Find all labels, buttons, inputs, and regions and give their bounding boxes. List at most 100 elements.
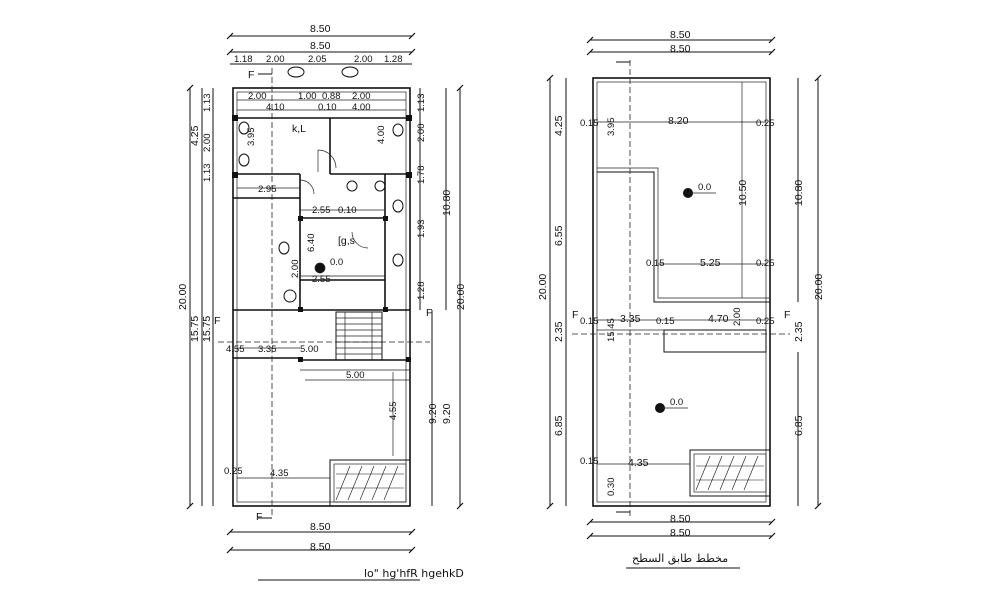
level-mark-1: 0.0: [698, 182, 711, 193]
idim-12: 0.10: [338, 205, 357, 216]
left-staircase: [335, 311, 383, 361]
dim-bottom-2: 8.50: [310, 541, 331, 553]
rdim-113: 1.13: [416, 94, 427, 113]
ldim-1575b: 15.75: [201, 316, 213, 342]
right-plan-right-dimensions: 20.00 10.80 2.35 6.85: [793, 74, 825, 510]
section-mark-6: F: [784, 309, 790, 321]
left-plan-title: lo" hg'hfR hgehkD: [364, 567, 464, 580]
left-door-swings: [299, 149, 369, 249]
rl-dim-425: 4.25: [553, 115, 565, 136]
room-label-bath: [g,s: [338, 235, 355, 247]
level-mark-2: 0.0: [670, 397, 683, 408]
section-mark-3: F: [214, 315, 220, 327]
right-roof-plan: 8.50 8.50: [537, 29, 825, 569]
idim-20: 4.35: [270, 468, 289, 479]
left-outer-wall: [232, 87, 411, 507]
right-roof-outline: [597, 167, 770, 353]
ldim-200: 2.00: [202, 134, 213, 153]
rint-470: 4.70: [708, 313, 729, 325]
rr-dim-1080: 10.80: [793, 180, 805, 206]
rl-dim-235: 2.35: [553, 321, 565, 342]
left-section-line: F F F F: [214, 68, 432, 523]
dim-bottom-1: 8.50: [310, 521, 331, 533]
rint-015c: 0.15: [580, 316, 599, 327]
right-interior-dimensions: 8.20 0.15 0.25 10.50 5.25 0.15 0.25 3.35…: [580, 82, 775, 496]
idim-13: 2.55: [312, 274, 331, 285]
dim-top-2: 8.50: [310, 40, 331, 52]
rdim-920a: 9.20: [427, 403, 439, 424]
rint-1050: 10.50: [737, 180, 749, 206]
left-plan-right-dimensions: 20.00 10.80 9.20 9.20 1.13 2.00 1.78 1.9…: [416, 84, 467, 510]
rdim-920b: 9.20: [441, 403, 453, 424]
section-mark-5: F: [572, 309, 578, 321]
right-level-markers: 0.0 0.0: [655, 182, 716, 413]
rint-015b: 0.15: [646, 258, 665, 269]
rint-015d: 0.15: [656, 316, 675, 327]
rint-025b: 0.25: [756, 258, 775, 269]
rdim-top-2: 8.50: [670, 43, 691, 55]
rr-dim-20: 20.00: [813, 274, 825, 300]
idim-5: 4.10: [266, 102, 285, 113]
rl-dim-685: 6.85: [553, 415, 565, 436]
rint-025c: 0.25: [756, 316, 775, 327]
dim-seg-3: 2.05: [308, 54, 327, 65]
idim-21: 0.25: [224, 466, 243, 477]
rdim-178: 1.78: [416, 166, 427, 185]
right-outer-wall: [592, 77, 771, 507]
idim-23: 0.0: [330, 257, 343, 268]
ldim-113a: 1.13: [202, 164, 213, 183]
rint-335: 3.35: [620, 313, 641, 325]
rdim-bottom-2: 8.50: [670, 527, 691, 539]
ldim-20: 20.00: [177, 284, 189, 310]
dim-seg-2: 2.00: [266, 54, 285, 65]
right-section-line: F F: [572, 60, 790, 516]
section-mark-4: F: [426, 307, 432, 319]
idim-15: 3.35: [258, 344, 277, 355]
left-top-dimensions: 8.50 8.50 1.18 2.00 2.05 2.00 1.28: [226, 23, 416, 65]
left-bottom-dimensions: 8.50 8.50: [226, 521, 416, 554]
rint-525: 5.25: [700, 257, 721, 269]
idim-14: 6.40: [306, 234, 317, 253]
rdim-128: 1.28: [416, 282, 427, 301]
rr-dim-685: 6.85: [793, 415, 805, 436]
right-top-dimensions: 8.50 8.50: [586, 29, 776, 56]
idim-22: 2.00: [290, 260, 301, 279]
ldim-1575a: 15.75: [189, 316, 201, 342]
rint-015e: 0.15: [580, 456, 599, 467]
idim-17: 4.55: [226, 344, 245, 355]
idim-9: 4.00: [376, 126, 387, 145]
idim-16: 5.00: [300, 344, 319, 355]
idim-7: 4.00: [352, 102, 371, 113]
dim-seg-1: 1.18: [234, 54, 253, 65]
left-columns: [232, 115, 412, 362]
right-hatched-block: [689, 449, 771, 497]
section-mark-2: F: [256, 511, 262, 523]
rint-820: 8.20: [668, 115, 689, 127]
idim-1: 2.00: [248, 91, 267, 102]
left-side-dimensions: 20.00 15.75 15.75 4.25 1.13 2.00 1.13: [177, 84, 214, 510]
idim-19: 4.55: [388, 402, 399, 421]
idim-10: 2.95: [258, 184, 277, 195]
rdim-top-1: 8.50: [670, 29, 691, 41]
idim-2: 1.00: [298, 91, 317, 102]
rl-dim-395: 3.95: [606, 118, 617, 137]
left-interior-dimensions: 2.00 1.00 0.88 2.00 4.10 0.10 4.00 3.95 …: [224, 91, 410, 479]
idim-4: 2.00: [352, 91, 371, 102]
rl-dim-655: 6.55: [553, 225, 565, 246]
section-mark-1: F: [248, 69, 254, 81]
rdim-1080: 10.80: [441, 190, 453, 216]
ldim-425: 4.25: [189, 125, 201, 146]
idim-11: 2.55: [312, 205, 331, 216]
dim-top-1: 8.50: [310, 23, 331, 35]
rdim-200: 2.00: [416, 124, 427, 143]
left-fixtures: [238, 66, 404, 303]
rdim-bottom-1: 8.50: [670, 513, 691, 525]
idim-6: 0.10: [318, 102, 337, 113]
rint-435: 4.35: [628, 457, 649, 469]
rint-025a: 0.25: [756, 118, 775, 129]
rdim-20: 20.00: [455, 284, 467, 310]
rr-dim-235: 2.35: [793, 321, 805, 342]
left-interior-walls: [233, 117, 410, 371]
rdim-193: 1.93: [416, 220, 427, 239]
rl-dim-20: 20.00: [537, 274, 549, 300]
